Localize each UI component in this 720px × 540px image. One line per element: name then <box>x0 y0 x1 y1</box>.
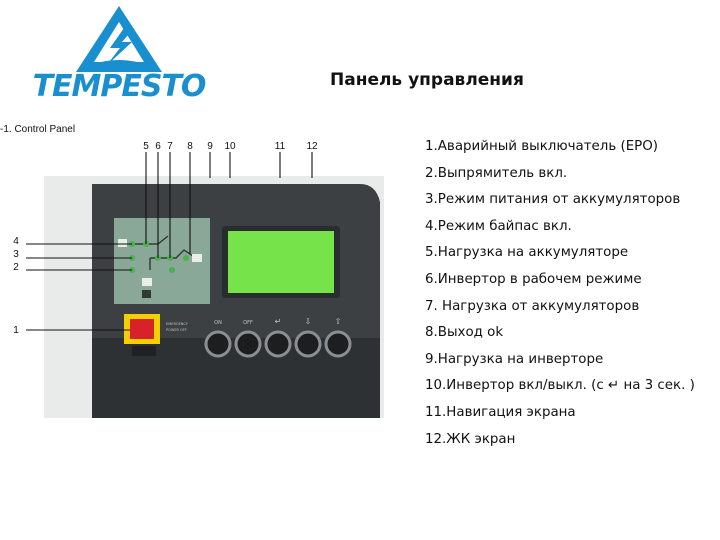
led-output-ok <box>183 255 189 261</box>
control-panel-figure: EMERGENCY POWER OFF ON OFF ↵ ⇩ ⇧ 5 6 7 8… <box>13 141 384 418</box>
list-item: 4.Режим байпас вкл. <box>425 218 572 234</box>
on-button-label: ON <box>214 320 222 326</box>
list-item: 7. Нагрузка от аккумуляторов <box>425 298 640 314</box>
svg-text:POWER OFF: POWER OFF <box>166 328 187 332</box>
callout-12: 12 <box>306 141 318 152</box>
down-arrow-icon: ⇩ <box>305 317 312 326</box>
list-item: 10.Инвертор вкл/выкл. (с ↵ на 3 сек. ) <box>425 378 695 394</box>
list-item: 9.Нагрузка на инверторе <box>425 351 604 367</box>
list-item: 3.Режим питания от аккумуляторов <box>425 192 681 208</box>
list-item: 6.Инвертор в рабочем режиме <box>425 271 642 287</box>
legend-list: 1.Аварийный выключатель (EPO) 2.Выпрямит… <box>425 134 695 453</box>
callout-11: 11 <box>275 141 286 152</box>
callout-6: 6 <box>155 141 161 152</box>
epo-button <box>130 319 154 339</box>
callout-8: 8 <box>187 141 193 152</box>
callout-4: 4 <box>13 236 19 247</box>
enter-icon: ↵ <box>275 317 282 326</box>
up-arrow-icon: ⇧ <box>335 317 342 326</box>
callout-10: 10 <box>224 141 236 152</box>
off-button-label: OFF <box>243 320 253 326</box>
led-inverter-load <box>169 267 175 273</box>
list-item: 11.Навигация экрана <box>425 404 576 420</box>
svg-text:TEMPESTO: TEMPESTO <box>33 69 206 104</box>
callout-7: 7 <box>167 141 173 152</box>
lcd-screen <box>228 231 334 293</box>
on-button <box>204 330 232 358</box>
callout-3: 3 <box>13 249 19 260</box>
callout-5: 5 <box>143 141 149 152</box>
enter-button <box>264 330 292 358</box>
figure-caption: -1. Control Panel <box>0 124 76 135</box>
up-button <box>324 330 352 358</box>
list-item: 12.ЖК экран <box>425 431 516 447</box>
list-item: 8.Выход ok <box>425 325 504 341</box>
callout-2: 2 <box>13 262 19 273</box>
list-item: 1.Аварийный выключатель (EPO) <box>425 139 658 154</box>
callout-1: 1 <box>13 325 19 336</box>
list-item: 5.Нагрузка на аккумуляторе <box>425 245 629 261</box>
off-button <box>234 330 262 358</box>
control-buttons <box>204 330 352 358</box>
svg-text:EMERGENCY: EMERGENCY <box>166 322 189 326</box>
down-button <box>294 330 322 358</box>
callout-9: 9 <box>207 141 213 152</box>
list-item: 2.Выпрямитель вкл. <box>425 165 568 181</box>
tempesto-logo: TEMPESTO <box>33 6 207 104</box>
slide-title: Панель управления <box>330 70 524 90</box>
